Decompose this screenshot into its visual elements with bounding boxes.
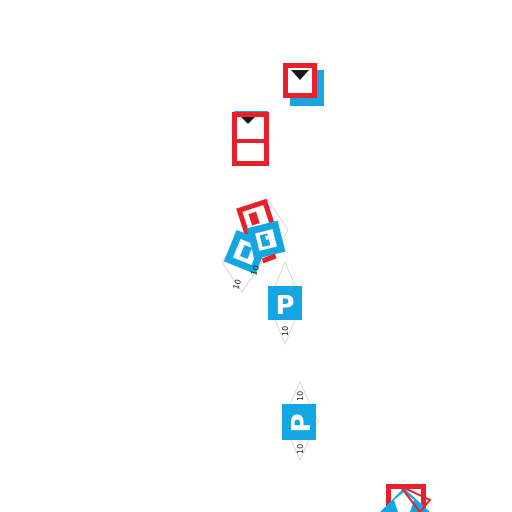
parking-glyph: P <box>287 413 317 432</box>
stacked-red-blue-marker-icon[interactable] <box>283 63 324 106</box>
red-marker-icon[interactable] <box>232 111 269 166</box>
parking-label-upper-mid: 10 <box>249 264 261 276</box>
parking-label-lower-bottom: 10 <box>296 444 305 454</box>
overlapping-parking-cluster-icon[interactable]: 10 10 <box>221 198 289 293</box>
parking-icon[interactable]: P 10 10 <box>281 381 319 461</box>
parking-glyph: P <box>275 291 294 321</box>
parking-icon[interactable]: P 10 <box>267 260 303 346</box>
parking-label-upper-left: 10 <box>231 278 243 290</box>
parking-label-middle-lower: 10 <box>281 326 290 336</box>
parking-label-lower-top: 10 <box>296 391 305 401</box>
edge-cluster-icon[interactable] <box>380 484 432 512</box>
